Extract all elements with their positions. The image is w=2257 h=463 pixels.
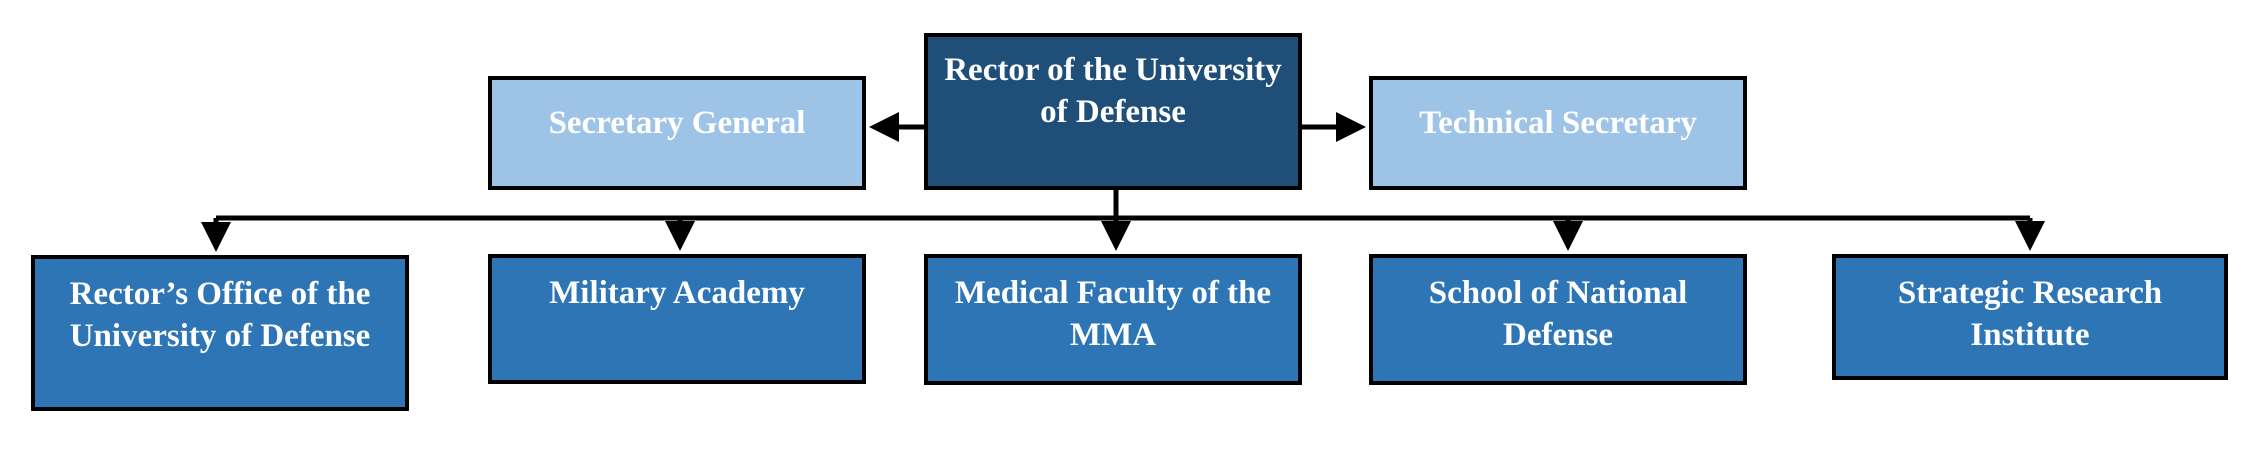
rector-office-label: Rector’s Office of the University of Def… <box>69 276 371 354</box>
technical-secretary-node: Technical Secretary <box>1369 76 1747 190</box>
rector-node: Rector of the University of Defense <box>924 33 1302 190</box>
military-academy-node: Military Academy <box>488 254 866 384</box>
secretary-general-node: Secretary General <box>488 76 866 190</box>
national-defense-node: School of National Defense <box>1369 254 1747 385</box>
medical-faculty-node: Medical Faculty of the MMA <box>924 254 1302 385</box>
strategic-research-node: Strategic Research Institute <box>1832 254 2228 380</box>
rector-label: Rector of the University of Defense <box>944 52 1282 130</box>
strategic-research-label: Strategic Research Institute <box>1897 275 2163 353</box>
technical-secretary-label: Technical Secretary <box>1419 105 1697 141</box>
medical-faculty-label: Medical Faculty of the MMA <box>954 275 1272 353</box>
national-defense-label: School of National Defense <box>1428 275 1688 353</box>
rector-office-node: Rector’s Office of the University of Def… <box>31 255 409 411</box>
secretary-general-label: Secretary General <box>548 105 806 141</box>
military-academy-label: Military Academy <box>549 275 805 311</box>
